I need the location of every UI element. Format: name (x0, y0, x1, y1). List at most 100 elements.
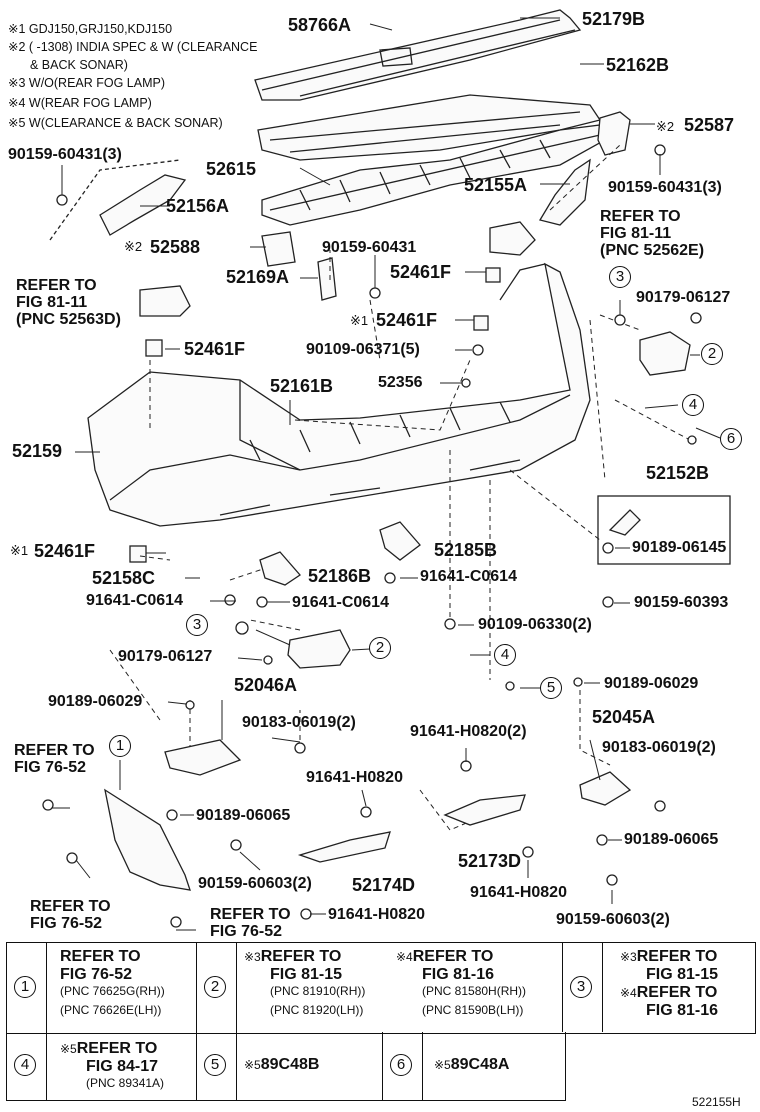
callout-3-left[interactable]: 3 (186, 614, 208, 636)
legend-mark: ※5 (434, 1058, 451, 1072)
part-52615[interactable]: 52615 (206, 159, 257, 179)
note-1: ※1 GDJ150,GRJ150,KDJ150 (8, 22, 173, 36)
part-52169A[interactable]: 52169A (226, 267, 290, 287)
part-52159[interactable]: 52159 (12, 441, 63, 461)
part-52152B[interactable]: 52152B (646, 463, 710, 483)
part-52587[interactable]: 52587 (684, 115, 735, 135)
part-58766A[interactable]: 58766A (288, 15, 352, 35)
callout-4-right[interactable]: 4 (682, 394, 704, 416)
legend-1-ref[interactable]: REFER TO FIG 76-52 (PNC 76625G(RH)) (PNC… (60, 948, 165, 1018)
part-90159-60603-2-a[interactable]: 90159-60603(2) (198, 875, 312, 892)
legend-num-5: 5 (204, 1054, 226, 1076)
part-90179-06127-b[interactable]: 90179-06127 (118, 648, 213, 665)
legend-line: REFER TO (76, 1040, 158, 1057)
refer-line: FIG 81-11 (16, 294, 88, 311)
legend-mark: ※4 (396, 950, 413, 964)
part-52186B[interactable]: 52186B (308, 566, 372, 586)
legend-line: FIG 84-17 (86, 1058, 159, 1075)
legend-line: FIG 76-52 (60, 966, 133, 983)
part-90189-06065-a[interactable]: 90189-06065 (196, 807, 291, 824)
callout-5[interactable]: 5 (540, 677, 562, 699)
part-90189-06029-b[interactable]: 90189-06029 (604, 675, 699, 692)
callout-2-right[interactable]: 2 (701, 343, 723, 365)
part-90189-06145[interactable]: 90189-06145 (632, 539, 727, 556)
refer-fig-76-52-a[interactable]: REFER TO FIG 76-52 (14, 742, 95, 776)
legend-row-2 (6, 1032, 566, 1101)
part-52179B[interactable]: 52179B (582, 9, 646, 29)
part-90159-60431-3-right[interactable]: 90159-60431(3) (608, 179, 722, 196)
legend-mark: ※3 (244, 950, 261, 964)
part-90109-06371-5[interactable]: 90109-06371(5) (306, 341, 420, 358)
legend-num-3: 3 (570, 976, 592, 998)
part-90189-06029-a[interactable]: 90189-06029 (48, 693, 143, 710)
part-52461F-c[interactable]: 52461F (184, 339, 246, 359)
legend-divider (6, 1032, 423, 1100)
legend-divider (6, 942, 563, 1032)
legend-mark: ※3 (620, 950, 637, 964)
callout-6[interactable]: 6 (720, 428, 742, 450)
legend-line: REFER TO (260, 948, 342, 965)
refer-fig-81-11-52562E[interactable]: REFER TO FIG 81-11 (PNC 52562E) (600, 208, 704, 259)
legend-2-ref-a[interactable]: ※3REFER TO FIG 81-15 (PNC 81910(RH)) (PN… (244, 948, 365, 1018)
note-5: ※5 W(CLEARANCE & BACK SONAR) (8, 116, 223, 130)
part-90183-06019-2-a[interactable]: 90183-06019(2) (242, 714, 356, 731)
part-90179-06127-a[interactable]: 90179-06127 (636, 289, 731, 306)
legend-6-part[interactable]: ※589C48A (434, 1056, 509, 1074)
legend-mark: ※5 (60, 1042, 77, 1056)
legend-4-ref[interactable]: ※5REFER TO FIG 84-17 (PNC 89341A) (60, 1040, 164, 1091)
part-91641-H0820-2[interactable]: 91641-H0820(2) (410, 723, 527, 740)
refer-line: FIG 76-52 (210, 923, 283, 940)
part-91641-H0820-a[interactable]: 91641-H0820 (306, 769, 403, 786)
callout-3-right[interactable]: 3 (609, 266, 631, 288)
refer-line: REFER TO (600, 208, 681, 225)
part-91641-C0614-b[interactable]: 91641-C0614 (86, 592, 183, 609)
part-90159-60431[interactable]: 90159-60431 (322, 239, 417, 256)
legend-mark: ※4 (620, 986, 637, 1000)
part-90183-06019-2-b[interactable]: 90183-06019(2) (602, 739, 716, 756)
part-90159-60431-3-left[interactable]: 90159-60431(3) (8, 146, 122, 163)
part-52162B[interactable]: 52162B (606, 55, 670, 75)
part-52156A[interactable]: 52156A (166, 196, 230, 216)
part-90159-60603-2-b[interactable]: 90159-60603(2) (556, 911, 670, 928)
part-52045A[interactable]: 52045A (592, 707, 656, 727)
legend-num-4: 4 (14, 1054, 36, 1076)
part-91641-C0614-a[interactable]: 91641-C0614 (420, 568, 517, 585)
refer-fig-76-52-b[interactable]: REFER TO FIG 76-52 (30, 898, 111, 932)
refer-fig-76-52-c[interactable]: REFER TO FIG 76-52 (210, 906, 291, 940)
part-52588[interactable]: 52588 (150, 237, 201, 257)
part-52461F-d[interactable]: 52461F (34, 541, 96, 561)
part-52155A[interactable]: 52155A (464, 175, 528, 195)
part-52461F-a[interactable]: 52461F (390, 262, 452, 282)
part-52046A[interactable]: 52046A (234, 675, 298, 695)
callout-2-left[interactable]: 2 (369, 637, 391, 659)
part-52356[interactable]: 52356 (378, 374, 423, 391)
part-91641-C0614-c[interactable]: 91641-C0614 (292, 594, 389, 611)
part-52158C[interactable]: 52158C (92, 568, 156, 588)
legend-5-part[interactable]: ※589C48B (244, 1056, 319, 1074)
callout-1[interactable]: 1 (109, 735, 131, 757)
part-52587-mark: ※2 (656, 119, 675, 134)
part-91641-H0820-c[interactable]: 91641-H0820 (328, 906, 425, 923)
part-52161B[interactable]: 52161B (270, 376, 334, 396)
legend-pnc: (PNC 81590B(LH)) (422, 1003, 524, 1017)
legend-divider (6, 942, 603, 1032)
part-91641-H0820-b[interactable]: 91641-H0820 (470, 884, 567, 901)
refer-fig-81-11-52563D[interactable]: REFER TO FIG 81-11 (PNC 52563D) (16, 277, 121, 328)
legend-2-ref-b[interactable]: ※4REFER TO FIG 81-16 (PNC 81580H(RH)) (P… (396, 948, 526, 1018)
part-52461F-b[interactable]: 52461F (376, 310, 438, 330)
legend-line: REFER TO (636, 984, 718, 1001)
part-90109-06330-2[interactable]: 90109-06330(2) (478, 616, 592, 633)
legend-3-ref[interactable]: ※3REFER TO FIG 81-15 ※4REFER TO FIG 81-1… (620, 948, 718, 1020)
refer-line: FIG 76-52 (14, 759, 87, 776)
legend-num-1: 1 (14, 976, 36, 998)
legend-pnc: (PNC 76626E(LH)) (60, 1003, 162, 1017)
part-90189-06065-b[interactable]: 90189-06065 (624, 831, 719, 848)
part-52185B[interactable]: 52185B (434, 540, 498, 560)
callout-4-left[interactable]: 4 (494, 644, 516, 666)
refer-line: REFER TO (14, 742, 95, 759)
legend-divider (6, 1032, 47, 1100)
part-52173D[interactable]: 52173D (458, 851, 522, 871)
part-90159-60393[interactable]: 90159-60393 (634, 594, 729, 611)
part-52174D[interactable]: 52174D (352, 875, 416, 895)
